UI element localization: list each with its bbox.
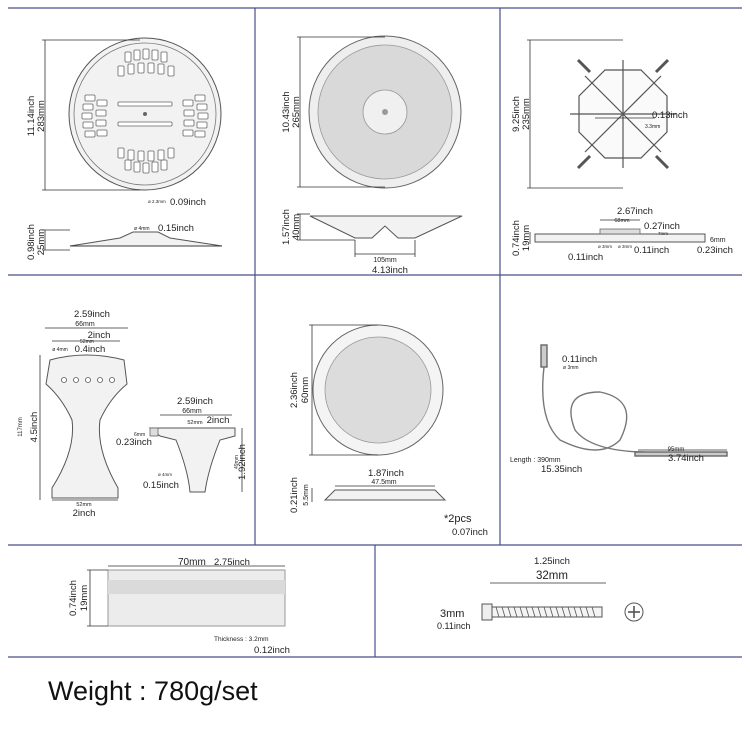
disc-width-mm: 47.5mm bbox=[371, 479, 396, 486]
coverplate-side-mm: 25mm bbox=[36, 229, 47, 255]
plate-length-inch: 2.75inch bbox=[214, 557, 250, 568]
plate-height-mm: 19mm bbox=[79, 585, 90, 611]
spider-hole-inch: 0.13inch bbox=[652, 110, 688, 121]
tailpiece-top-inch: 2.59inch bbox=[74, 309, 110, 320]
coverplate-bolt-mm: ø 4mm bbox=[134, 226, 150, 232]
disc-width-inch: 1.87inch bbox=[368, 468, 404, 479]
tailpiece-hole-inch: 0.4inch bbox=[75, 344, 106, 355]
disc-qty-inch: 0.07inch bbox=[452, 527, 488, 538]
spider-hole-b-inch: 0.11inch bbox=[634, 245, 669, 256]
tailpiece-drawing bbox=[45, 354, 128, 499]
screw-length-mm: 32mm bbox=[536, 570, 568, 582]
tailpiece-panel: 2.59inch 66mm 2inch 52mm ø 4mm 0.4inch 1… bbox=[18, 309, 248, 519]
tailpiece-side-inner-mm: 52mm bbox=[187, 420, 203, 426]
phillips-head-icon bbox=[624, 602, 644, 622]
spider-end-mm: 6mm bbox=[710, 237, 726, 244]
coverplate-bolt-inch: 0.15inch bbox=[158, 223, 194, 234]
cone-base-inch: 4.13inch bbox=[372, 265, 408, 276]
cone-drawing bbox=[308, 35, 462, 189]
spider-side-drawing bbox=[534, 228, 706, 243]
tailpiece-height-mm: 117mm bbox=[18, 417, 24, 437]
spider-hole-b-mm: ø 3mm bbox=[618, 244, 632, 249]
tailpiece-side-drawing bbox=[148, 427, 236, 493]
coverplate-drawing bbox=[68, 37, 222, 191]
cone-panel: 10.43inch 265mm 1.57inch 40mm 105mm 4.13… bbox=[281, 35, 463, 276]
tailpiece-tab-mm: 6mm bbox=[134, 432, 145, 438]
screw-head-inch: 0.11inch bbox=[437, 621, 470, 631]
spider-width-mm: 68mm bbox=[614, 218, 630, 224]
plate-thickness-inch: 0.12inch bbox=[254, 645, 290, 656]
spider-hole-a-mm: ø 3mm bbox=[598, 244, 612, 249]
cone-height-mm: 265mm bbox=[291, 96, 302, 128]
disc-height-inch: 2.36inch bbox=[289, 372, 300, 408]
coverplate-side-inch: 0.98inch bbox=[26, 224, 37, 260]
disc-height-mm: 60mm bbox=[300, 377, 311, 403]
coverplate-height-mm: 283mm bbox=[36, 100, 47, 132]
tailpiece-hole-mm: ø 4mm bbox=[52, 347, 68, 353]
tailpiece-side-inner-inch: 2inch bbox=[207, 415, 230, 426]
disc-side-drawing bbox=[323, 489, 447, 501]
pickup-drawing bbox=[540, 344, 728, 457]
pickup-lead-mm: ø 3mm bbox=[563, 365, 579, 371]
tailpiece-side-height-mm: 49mm bbox=[234, 455, 240, 469]
coverplate-height-inch: 11.14inch bbox=[26, 96, 37, 137]
spider-width-inch: 2.67inch bbox=[617, 206, 653, 217]
pickup-lead-inch: 0.11inch bbox=[562, 354, 597, 365]
cone-height-inch: 10.43inch bbox=[281, 91, 292, 132]
spider-drawing bbox=[570, 58, 676, 170]
tailpiece-bottom-inch: 2inch bbox=[73, 508, 96, 519]
tailpiece-top-mm: 66mm bbox=[75, 321, 95, 328]
tailpiece-screw-inch: 0.15inch bbox=[143, 480, 179, 491]
tailpiece-side-top-mm: 66mm bbox=[182, 408, 202, 415]
cone-side-inch: 1.57inch bbox=[281, 209, 292, 245]
disc-side-mm: 5.5mm bbox=[303, 484, 310, 506]
pickup-tip-mm: 95mm bbox=[668, 447, 685, 453]
tailpiece-screw-mm: ø 4mm bbox=[158, 472, 172, 477]
coverplate-side-drawing bbox=[69, 231, 223, 247]
pickup-tip-inch: 3.74inch bbox=[668, 453, 704, 464]
screw-length-inch: 1.25inch bbox=[534, 556, 570, 567]
spider-hole-a-inch: 0.11inch bbox=[568, 252, 603, 263]
plate-thickness-label: Thickness : 3.2mm bbox=[214, 636, 269, 643]
spider-side-mm: 19mm bbox=[521, 225, 532, 251]
spider-tab-mm: 7mm bbox=[658, 231, 668, 236]
spider-end-inch: 0.23inch bbox=[697, 245, 733, 256]
disc-side-inch: 0.21inch bbox=[289, 477, 300, 513]
disc-quantity: *2pcs bbox=[444, 513, 472, 525]
plate-drawing bbox=[107, 569, 286, 627]
plate-height-inch: 0.74inch bbox=[68, 580, 79, 616]
plate-length-mm: 70mm bbox=[178, 557, 206, 568]
tailpiece-inner-mm: 52mm bbox=[80, 339, 94, 345]
spider-tab-inch: 0.27inch bbox=[644, 221, 680, 232]
disc-panel: 2.36inch 60mm 1.87inch 47.5mm 0.21inch 5… bbox=[289, 324, 488, 538]
screw-drawing bbox=[481, 603, 603, 621]
tailpiece-tab-inch: 0.23inch bbox=[116, 437, 152, 448]
plate-panel: 70mm 2.75inch 0.74inch 19mm Thickness : … bbox=[68, 557, 290, 656]
spider-hole-mm: 3.3mm bbox=[645, 124, 660, 130]
spider-side-inch: 0.74inch bbox=[511, 220, 522, 256]
pickup-length-label: Length : 390mm bbox=[510, 457, 561, 464]
cone-base-mm: 105mm bbox=[373, 257, 397, 264]
spider-panel: 9.25inch 235mm 0.13inch 3.3mm 2.67inch 6… bbox=[511, 39, 733, 263]
tailpiece-inner-inch: 2inch bbox=[88, 330, 111, 341]
coverplate-hole-inch: 0.09inch bbox=[170, 197, 206, 208]
tailpiece-side-height-inch: 1.92inch bbox=[237, 444, 248, 480]
coverplate-hole-mm: ø 2.3mm bbox=[148, 199, 166, 204]
pickup-panel: 0.11inch ø 3mm Length : 390mm 15.35inch … bbox=[510, 344, 728, 475]
tailpiece-height-inch: 4.5inch bbox=[29, 412, 40, 443]
spider-height-inch: 9.25inch bbox=[511, 96, 522, 132]
spider-height-mm: 235mm bbox=[521, 98, 532, 130]
weight-label: Weight : 780g/set bbox=[48, 676, 258, 706]
coverplate-panel: 11.14inch 283mm ø 2.3mm 0.09inch 0.98inc… bbox=[26, 37, 223, 260]
disc-drawing bbox=[312, 324, 444, 456]
screw-head-mm: 3mm bbox=[440, 608, 464, 620]
tailpiece-bottom-mm: 52mm bbox=[76, 502, 92, 508]
panel-grid bbox=[8, 7, 742, 658]
cone-side-mm: 40mm bbox=[291, 214, 302, 240]
cone-side-drawing bbox=[309, 215, 463, 239]
screw-panel: 1.25inch 32mm 3mm 0.11inch bbox=[437, 556, 644, 631]
tailpiece-side-top-inch: 2.59inch bbox=[177, 396, 213, 407]
pickup-length-inch: 15.35inch bbox=[541, 464, 582, 475]
